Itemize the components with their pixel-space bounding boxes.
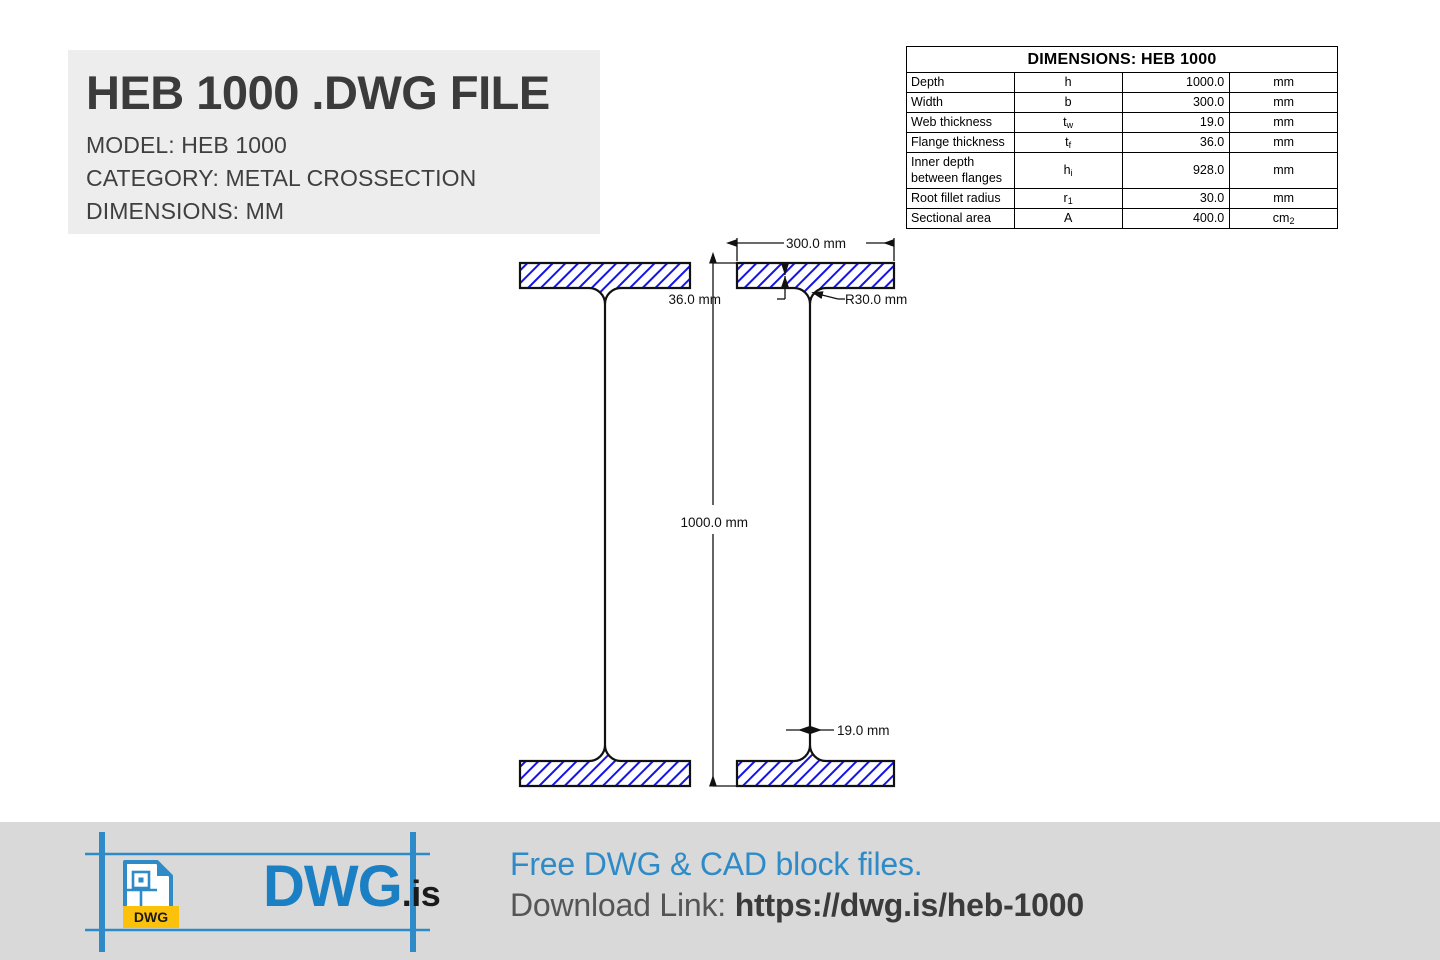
table-cell-unit: cm2 xyxy=(1229,208,1338,229)
dimension-width-label: 300.0 mm xyxy=(786,236,846,251)
table-cell-value: 19.0 xyxy=(1121,111,1231,133)
meta-line-model: MODEL: HEB 1000 xyxy=(86,132,287,159)
page-title: HEB 1000 .DWG FILE xyxy=(86,66,550,119)
table-cell-value: 30.0 xyxy=(1121,188,1231,210)
footer-tagline: Free DWG & CAD block files. xyxy=(510,846,923,882)
dimension-flange-thickness xyxy=(777,263,789,300)
left-beam-section xyxy=(518,261,692,788)
dimension-root-radius xyxy=(811,291,845,300)
table-cell-value: 928.0 xyxy=(1121,151,1231,190)
logo-mark: DWG xyxy=(85,832,430,952)
footer-download-line: Download Link: https://dwg.is/heb-1000 xyxy=(510,885,1084,926)
table-cell-value: 400.0 xyxy=(1121,208,1231,229)
table-cell-value: 36.0 xyxy=(1121,131,1231,153)
footer-download-prefix: Download Link: xyxy=(510,886,735,923)
right-beam-outline xyxy=(735,261,896,788)
meta-line-dimensions: DIMENSIONS: MM xyxy=(86,197,285,224)
table-cell-symbol: b xyxy=(1013,91,1123,113)
dwg-file-icon: DWG xyxy=(123,860,179,928)
table-cell-symbol: r1 xyxy=(1013,188,1123,210)
table-cell-symbol: h xyxy=(1013,72,1123,93)
table-cell-unit: mm xyxy=(1229,91,1338,113)
footer-download-url[interactable]: https://dwg.is/heb-1000 xyxy=(734,886,1084,923)
footer: DWG DWG.is Free DWG & CAD block files. D… xyxy=(0,822,1440,960)
table-cell-label: Depth xyxy=(906,72,1015,93)
radius-leader-angled xyxy=(811,291,839,300)
table-title-row: DIMENSIONS: HEB 1000 xyxy=(906,46,1338,73)
table-cell-symbol: tw xyxy=(1013,111,1123,133)
logo-wordmark-primary: DWG xyxy=(263,854,403,919)
table-cell-symbol: A xyxy=(1013,208,1123,229)
document-icon-badge-label: DWG xyxy=(134,909,168,925)
table-cell-unit: mm xyxy=(1229,111,1338,133)
table-cell-label: Web thickness xyxy=(906,111,1015,133)
left-beam-outline xyxy=(518,261,692,788)
table-cell-label: Root fillet radius xyxy=(906,188,1015,210)
table-title: DIMENSIONS: HEB 1000 xyxy=(906,46,1338,73)
document-icon-node-dot xyxy=(138,877,144,883)
document-icon-badge xyxy=(123,906,179,928)
dimension-flange-thickness-label: 36.0 mm xyxy=(668,292,721,307)
info-panel: HEB 1000 .DWG FILE MODEL: HEB 1000 CATEG… xyxy=(68,50,600,234)
logo-wordmark-secondary: .is xyxy=(401,873,441,914)
footer-text-block: Free DWG & CAD block files. Download Lin… xyxy=(510,844,1084,926)
table-cell-unit: mm xyxy=(1229,151,1338,190)
table-cell-label: Width xyxy=(906,91,1015,113)
logo-wordmark: DWG.is xyxy=(263,858,441,916)
table-cell-label: Sectional area xyxy=(906,208,1015,229)
table-cell-unit: mm xyxy=(1229,131,1338,153)
table-cell-unit: mm xyxy=(1229,188,1338,210)
table-cell-value: 300.0 xyxy=(1121,91,1231,113)
right-beam-section xyxy=(735,261,896,788)
dwg-logo[interactable]: DWG DWG.is xyxy=(85,832,441,952)
dimension-depth-label: 1000.0 mm xyxy=(680,515,748,530)
table-cell-label: Inner depth between flanges xyxy=(906,151,1015,190)
dimension-web-thickness-label: 19.0 mm xyxy=(837,723,890,738)
meta-line-category: CATEGORY: METAL CROSSECTION xyxy=(86,165,477,191)
dimension-root-radius-label: R30.0 mm xyxy=(845,292,907,307)
table-cell-label: Flange thickness xyxy=(906,131,1015,153)
table-cell-symbol: hi xyxy=(1013,151,1123,190)
document-icon-fold xyxy=(157,862,171,876)
table-cell-value: 1000.0 xyxy=(1121,72,1231,93)
table-cell-symbol: tf xyxy=(1013,131,1123,153)
dimension-width xyxy=(725,238,895,261)
table-cell-unit: mm xyxy=(1229,72,1338,93)
dimension-depth xyxy=(709,251,736,787)
